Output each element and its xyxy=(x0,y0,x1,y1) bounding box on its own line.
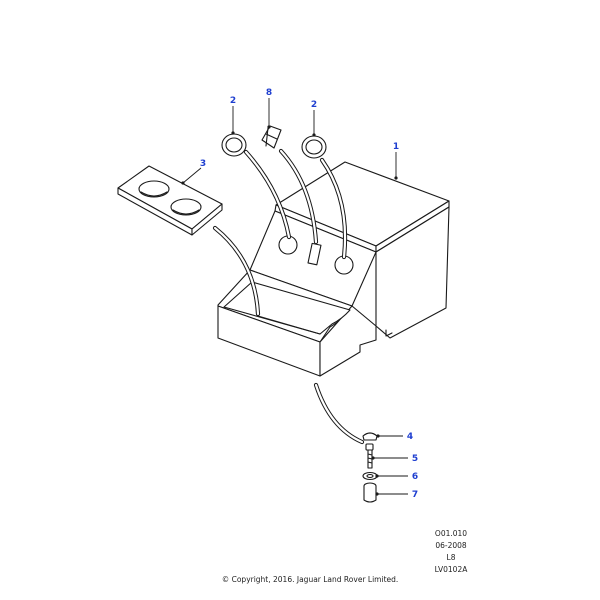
ref-date: 06-2008 xyxy=(435,541,467,550)
callout-2-left: 2 xyxy=(229,96,237,106)
grommet-left xyxy=(221,133,247,157)
ref-illustration-id: LV0102A xyxy=(434,565,468,574)
assembly-guides xyxy=(212,148,365,445)
callout-8: 8 xyxy=(265,88,273,98)
fastener-stack xyxy=(362,432,378,503)
callout-6: 6 xyxy=(411,472,419,482)
grommet-right xyxy=(301,135,327,159)
ref-model: L8 xyxy=(446,553,456,562)
callout-5: 5 xyxy=(411,454,419,464)
callout-3: 3 xyxy=(199,159,207,169)
ref-code-1: O01.010 xyxy=(434,529,468,538)
copyright-notice: © Copyright, 2016. Jaguar Land Rover Lim… xyxy=(221,575,399,584)
clip-part xyxy=(261,125,282,149)
callout-4: 4 xyxy=(406,432,414,442)
leader-lines xyxy=(181,98,408,496)
console-body xyxy=(217,161,450,377)
callout-2-right: 2 xyxy=(310,100,318,110)
callout-7: 7 xyxy=(411,490,419,500)
callout-1: 1 xyxy=(392,142,400,152)
cup-holder-insert xyxy=(117,165,223,236)
